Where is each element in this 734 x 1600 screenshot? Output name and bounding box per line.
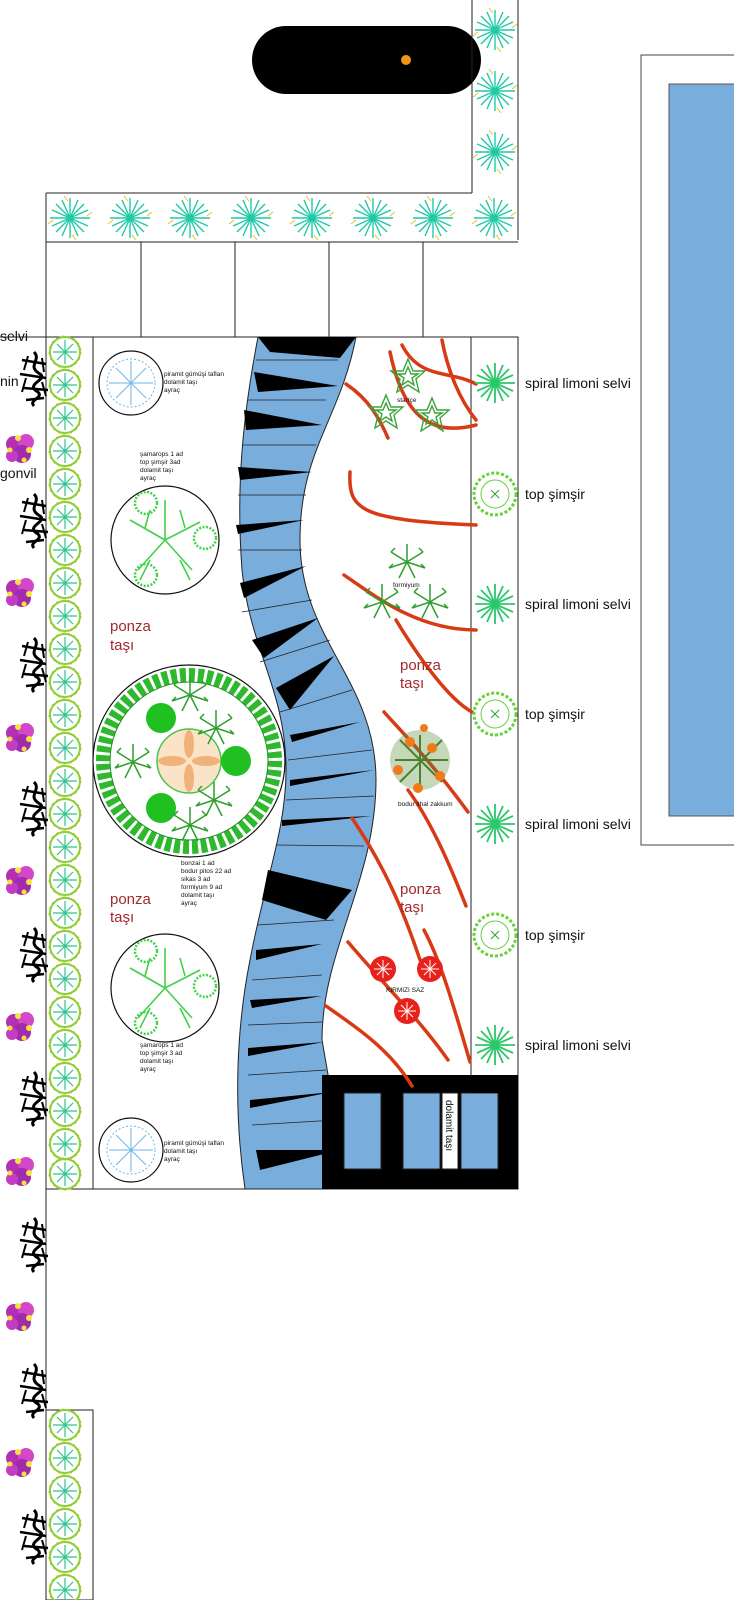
label-staricce: staríçe xyxy=(397,397,417,404)
ponza-label-3: ponza xyxy=(110,891,152,908)
dolamit-slab-area xyxy=(322,1075,518,1189)
label-spiral-1: spiral limoni selvi xyxy=(525,375,631,391)
note-bonzai-6: ayraç xyxy=(181,900,198,907)
label-top-1: top şimşir xyxy=(525,486,585,502)
formiyum-plants xyxy=(363,543,449,619)
note-piramit-top-1: piramit gümüşi taflan xyxy=(164,371,224,378)
label-kirmizi-saz: KIRMIZI SAZ xyxy=(386,987,424,994)
bonzai-circle xyxy=(92,664,286,858)
note-bonzai-2: bodur pitos 22 ad xyxy=(181,868,232,875)
label-spiral-2: spiral limoni selvi xyxy=(525,596,631,612)
label-left-selvi: selvi xyxy=(0,328,28,344)
ponza-label-4b: taşı xyxy=(400,899,424,916)
label-spiral-4: spiral limoni selvi xyxy=(525,1037,631,1053)
label-dolamit-vertical: dolamit taşı xyxy=(443,1100,454,1151)
label-top-2: top şimşir xyxy=(525,706,585,722)
top-spiral-row xyxy=(45,192,518,337)
note-piramit-bottom-2: dolamit taşı xyxy=(164,1148,197,1155)
staricce-plants xyxy=(368,358,450,432)
ponza-label-2b: taşı xyxy=(400,675,424,692)
ponza-label-1b: taşı xyxy=(110,637,134,654)
zakkum-cluster xyxy=(390,724,450,793)
walkway-black-wedges xyxy=(236,337,374,1170)
note-samarops-bottom-2: top şimşir 3 ad xyxy=(140,1050,183,1057)
note-bonzai-3: sikas 3 ad xyxy=(181,876,211,883)
orange-dot xyxy=(401,55,411,65)
note-samarops-bottom-4: ayraç xyxy=(140,1066,157,1073)
label-left-gonvil: gonvil xyxy=(0,465,37,481)
note-bonzai-4: formiyum 9 ad xyxy=(181,884,223,891)
note-piramit-bottom-3: ayraç xyxy=(164,1156,181,1163)
label-formiyum: formiyum xyxy=(393,582,420,589)
pool-water xyxy=(668,83,734,817)
top-spiral-column xyxy=(471,0,519,240)
samarops-top xyxy=(110,485,220,595)
black-capsule xyxy=(252,26,481,94)
note-samarops-bottom-1: şamarops 1 ad xyxy=(140,1042,183,1049)
left-edge-plants xyxy=(6,350,50,1566)
ponza-label-1: ponza xyxy=(110,618,152,635)
ponza-label-3b: taşı xyxy=(110,909,134,926)
right-plant-column xyxy=(472,362,518,1066)
note-piramit-top-2: dolamit taşı xyxy=(164,379,197,386)
note-samarops-top-3: dolamit taşı xyxy=(140,467,173,474)
label-zakkum: bodur ithal zakkum xyxy=(398,801,453,808)
samarops-bottom xyxy=(110,933,220,1043)
note-samarops-top-2: top şimşir 3ad xyxy=(140,459,181,466)
note-samarops-bottom-3: dolamit taşı xyxy=(140,1058,173,1065)
ponza-label-4: ponza xyxy=(400,881,442,898)
note-bonzai-1: bonzai 1 ad xyxy=(181,860,215,867)
taflan-bottom xyxy=(98,1117,164,1183)
note-piramit-bottom-1: piramit gümüşi taflan xyxy=(164,1140,224,1147)
note-bonzai-5: dolamit taşı xyxy=(181,892,214,899)
label-left-nin: nin xyxy=(0,373,19,389)
note-samarops-top-1: şamarops 1 ad xyxy=(140,451,183,458)
label-top-3: top şimşir xyxy=(525,927,585,943)
note-piramit-top-3: ayraç xyxy=(164,387,181,394)
ponza-label-2: ponza xyxy=(400,657,442,674)
paving-slabs xyxy=(140,242,424,337)
note-samarops-top-4: ayraç xyxy=(140,475,157,482)
taflan-top xyxy=(98,350,164,416)
label-spiral-3: spiral limoni selvi xyxy=(525,816,631,832)
